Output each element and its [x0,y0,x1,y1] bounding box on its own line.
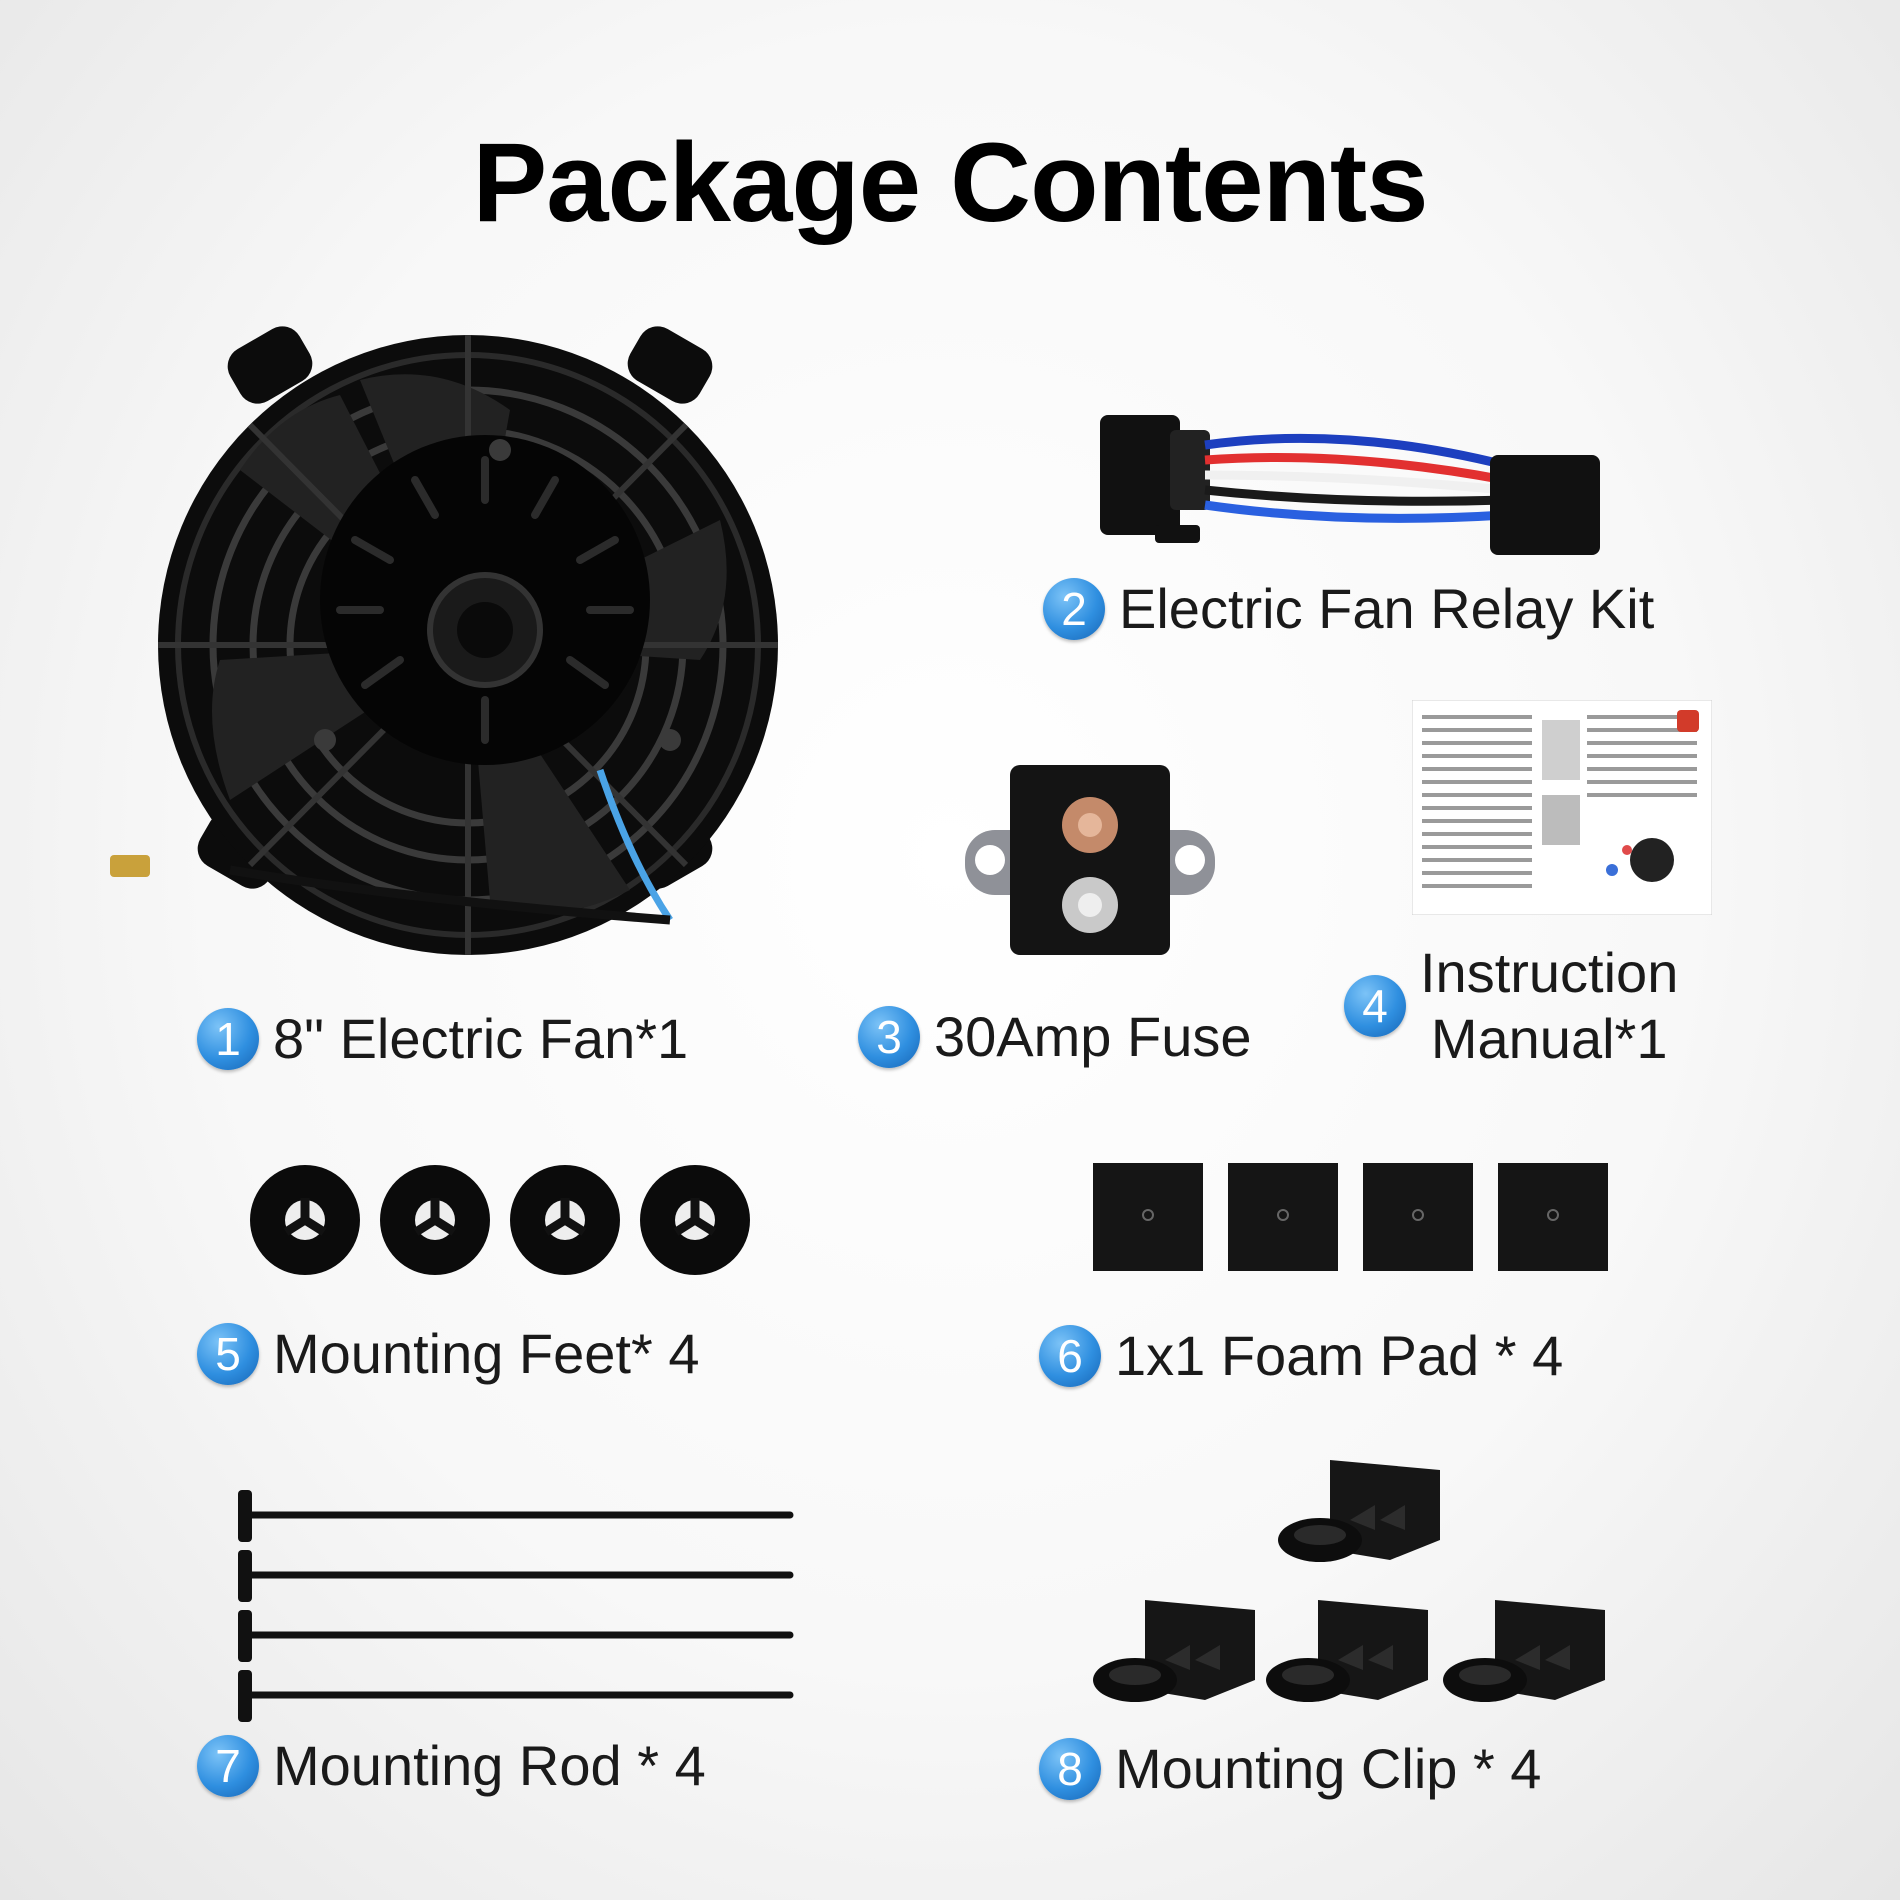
electric-fan-image [110,326,778,955]
item-text: Mounting Rod * 4 [273,1734,706,1797]
number-badge: 7 [197,1734,259,1797]
item-text: Electric Fan Relay Kit [1119,577,1655,640]
item-text: 8" Electric Fan*1 [273,1007,689,1070]
item-label-7: 7 Mounting Rod * 4 [197,1733,706,1798]
tie-rods-image [238,1490,794,1722]
item-text: 1x1 Foam Pad * 4 [1115,1324,1564,1387]
foam-pads-image [1093,1163,1608,1271]
item-text-line2: Manual*1 [1430,1007,1668,1070]
item-text-line1: Instruction [1420,941,1679,1004]
page-title: Package Contents [472,120,1429,245]
item-text: Mounting Clip * 4 [1115,1737,1542,1800]
number-badge: 1 [197,1007,259,1070]
item-text: 30Amp Fuse [934,1005,1252,1068]
item-text: Mounting Feet* 4 [273,1322,700,1385]
number-badge: 8 [1039,1737,1101,1800]
item-label-8: 8 Mounting Clip * 4 [1039,1736,1541,1801]
item-label-6: 6 1x1 Foam Pad * 4 [1039,1323,1563,1388]
relay-harness-image [1100,415,1600,555]
item-label-3: 3 30Amp Fuse [858,1004,1252,1069]
number-badge: 5 [197,1322,259,1385]
instruction-sheet-image [1412,700,1712,915]
item-label-1: 1 8" Electric Fan*1 [197,1006,688,1071]
item-label-2: 2 Electric Fan Relay Kit [1043,576,1654,641]
number-badge: 6 [1039,1324,1101,1387]
circuit-breaker-fuse-image [965,765,1215,955]
number-badge: 4 [1344,975,1406,1037]
item-label-4: 4 Instruction Manual*1 [1344,940,1678,1072]
item-text: Instruction Manual*1 [1420,940,1678,1072]
mounting-clips-image [1093,1460,1605,1702]
item-label-5: 5 Mounting Feet* 4 [197,1321,699,1386]
rubber-feet-image [250,1165,750,1275]
number-badge: 2 [1043,577,1105,640]
number-badge: 3 [858,1005,920,1068]
